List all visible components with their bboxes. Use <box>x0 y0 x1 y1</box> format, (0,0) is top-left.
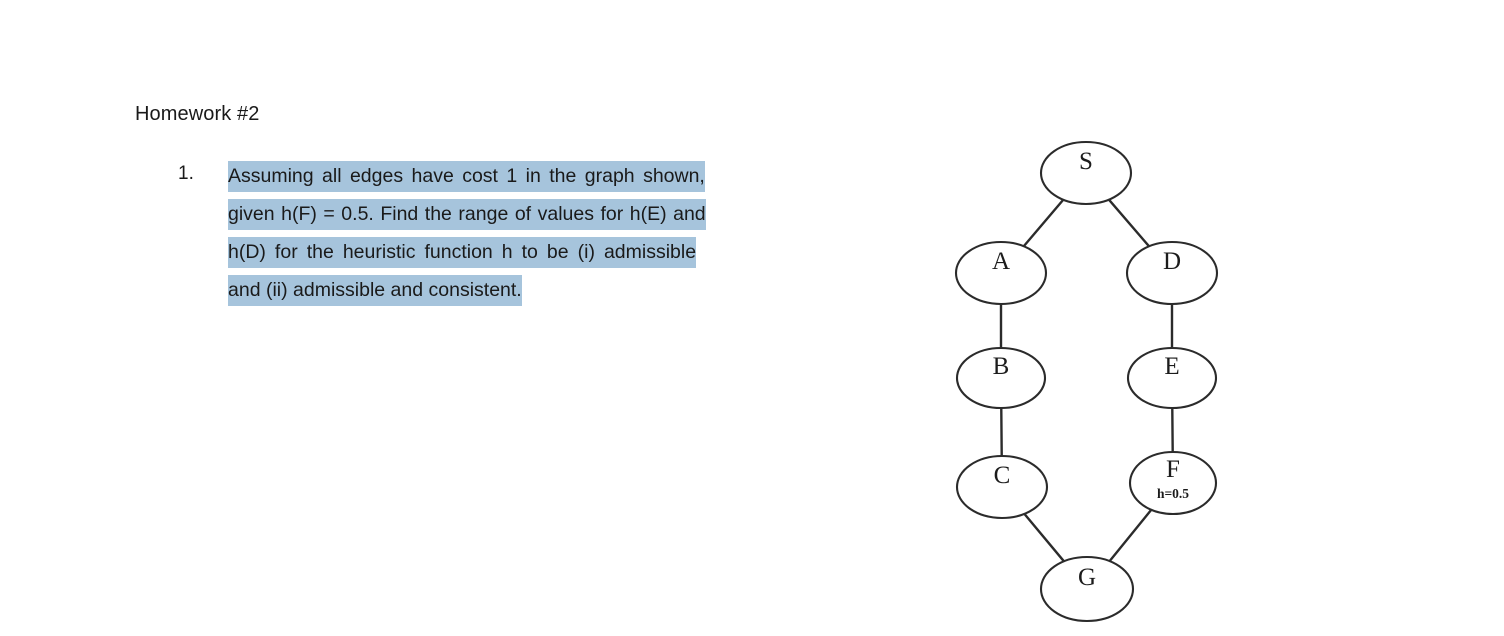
highlighted-text: h(D) for the heuristic function h to be … <box>228 237 697 268</box>
node-label-d: D <box>1163 248 1181 275</box>
node-ellipse-e <box>1126 346 1218 410</box>
node-label-g: G <box>1078 564 1096 591</box>
page-title: Homework #2 <box>135 103 260 125</box>
highlighted-text: Assuming all edges have cost 1 in the gr… <box>228 161 705 192</box>
graph-edge-c-g <box>1023 512 1066 563</box>
node-label-e: E <box>1164 353 1179 380</box>
graph-node-s: S <box>1039 140 1133 206</box>
node-ellipse-a <box>954 240 1048 306</box>
graph-edge-layer <box>999 198 1174 563</box>
question-line: Assuming all edges have cost 1 in the gr… <box>228 160 853 198</box>
highlighted-text: and (ii) admissible and consistent. <box>228 275 522 306</box>
node-ellipse-g <box>1039 555 1135 623</box>
graph-node-g: G <box>1039 555 1135 623</box>
node-ellipse-c <box>955 454 1049 520</box>
node-ellipse-b <box>955 346 1047 410</box>
node-ellipse-f <box>1128 450 1218 516</box>
highlighted-text: given h(F) = 0.5. Find the range of valu… <box>228 199 706 230</box>
graph-svg: S A D B E C Fh=0.5G <box>954 140 1219 623</box>
node-label-f: F <box>1166 456 1180 483</box>
question-number: 1. <box>178 163 194 184</box>
question-line: h(D) for the heuristic function h to be … <box>228 236 853 274</box>
node-ellipse-s <box>1039 140 1133 206</box>
graph-edge-s-a <box>1022 198 1065 248</box>
graph-node-a: A <box>954 240 1048 306</box>
node-heuristic-f: h=0.5 <box>1157 486 1189 501</box>
graph-node-f: Fh=0.5 <box>1128 450 1218 516</box>
graph-edge-f-g <box>1108 508 1153 563</box>
node-label-s: S <box>1079 148 1093 175</box>
graph-node-d: D <box>1125 240 1219 306</box>
node-label-c: C <box>994 462 1011 489</box>
graph-node-c: C <box>955 454 1049 520</box>
graph-node-b: B <box>955 346 1047 410</box>
node-label-b: B <box>993 353 1010 380</box>
question-line: and (ii) admissible and consistent. <box>228 274 853 312</box>
node-ellipse-d <box>1125 240 1219 306</box>
graph-node-layer: S A D B E C Fh=0.5G <box>954 140 1219 623</box>
node-label-a: A <box>992 248 1010 275</box>
question-text: Assuming all edges have cost 1 in the gr… <box>228 160 853 312</box>
question-line: given h(F) = 0.5. Find the range of valu… <box>228 198 853 236</box>
graph-edge-s-d <box>1107 198 1151 248</box>
graph-node-e: E <box>1126 346 1218 410</box>
